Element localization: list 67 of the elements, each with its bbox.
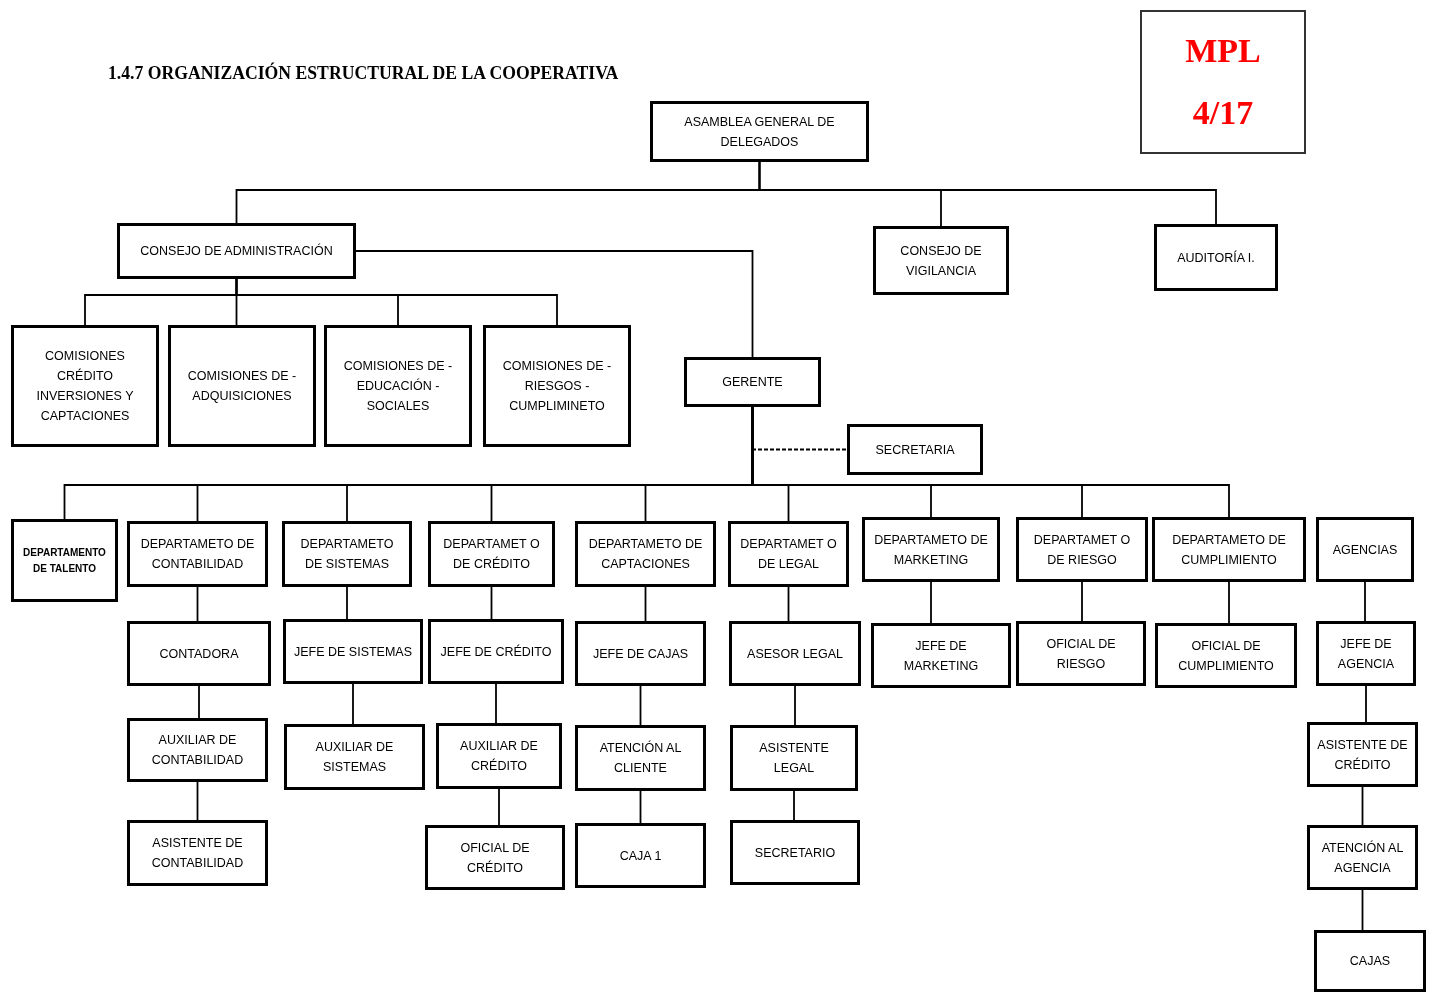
position-box: AGENCIAS bbox=[1316, 517, 1414, 582]
connector-line bbox=[1361, 889, 1364, 931]
position-box: COMISIONES CRÉDITO INVERSIONES Y CAPTACIONES bbox=[11, 325, 159, 447]
position-box: ATENCIÓN AL CLIENTE bbox=[575, 725, 706, 791]
position-box: DEPARTAMETO DE SISTEMAS bbox=[282, 521, 412, 587]
position-box: JEFE DE CRÉDITO bbox=[428, 619, 564, 684]
position-box: COMISIONES DE -EDUCACIÓN -SOCIALES bbox=[324, 325, 472, 447]
position-box: SECRETARIA bbox=[847, 424, 983, 475]
position-box: AUXILIAR DE CRÉDITO bbox=[436, 723, 562, 789]
connector-line bbox=[793, 790, 795, 821]
position-box: OFICIAL DE RIESGO bbox=[1016, 621, 1146, 686]
position-box: DEPARTAMETO DE CONTABILIDAD bbox=[127, 521, 268, 587]
connector-line bbox=[794, 685, 796, 726]
connector-line bbox=[346, 586, 348, 620]
connector-line bbox=[1081, 581, 1083, 622]
position-box: ASAMBLEA GENERAL DE DELEGADOS bbox=[650, 101, 869, 162]
position-box: JEFE DE AGENCIA bbox=[1316, 621, 1416, 686]
position-box: DEPARTAMET O DE CRÉDITO bbox=[428, 521, 555, 587]
connector-line bbox=[1364, 581, 1366, 622]
connector-line bbox=[1365, 685, 1367, 723]
position-box: JEFE DE CAJAS bbox=[575, 621, 706, 686]
connector-line bbox=[787, 586, 790, 622]
position-box: OFICIAL DE CRÉDITO bbox=[425, 825, 565, 890]
connector-line bbox=[495, 683, 497, 724]
page-number-box: MPL 4/17 bbox=[1140, 10, 1306, 154]
connector-line bbox=[196, 781, 199, 821]
position-box: DEPARTAMENTO DE TALENTO bbox=[11, 519, 118, 602]
position-box: CONSEJO DE VIGILANCIA bbox=[873, 226, 1009, 295]
position-box: DEPARTAMETO DE CAPTACIONES bbox=[575, 521, 716, 587]
connector-line bbox=[1361, 786, 1364, 826]
position-box: ASISTENTE DE CRÉDITO bbox=[1307, 722, 1418, 787]
position-box: ATENCIÓN AL AGENCIA bbox=[1307, 825, 1418, 890]
connector-line bbox=[644, 586, 647, 622]
position-box: DEPARTAMETO DE CUMPLIMIENTO bbox=[1152, 517, 1306, 582]
position-box: CAJA 1 bbox=[575, 823, 706, 888]
position-box: JEFE DE SISTEMAS bbox=[283, 619, 423, 684]
position-box: JEFE DE MARKETING bbox=[871, 623, 1011, 688]
connector-line bbox=[198, 685, 200, 719]
connector-line bbox=[490, 586, 493, 620]
position-box: DEPARTAMET O DE LEGAL bbox=[728, 521, 849, 587]
connector-line bbox=[639, 685, 642, 726]
chart-title: 1.4.7 ORGANIZACIÓN ESTRUCTURAL DE LA COOPERATIVA bbox=[108, 62, 619, 84]
connector-line bbox=[639, 790, 642, 824]
position-box: CONTADORA bbox=[127, 621, 271, 686]
connector-line bbox=[758, 161, 1217, 225]
position-box: AUDITORÍA I. bbox=[1154, 224, 1278, 291]
connector-line bbox=[355, 250, 754, 358]
connector-line bbox=[1228, 581, 1230, 624]
position-box: ASISTENTE DE CONTABILIDAD bbox=[127, 820, 268, 886]
connector-line bbox=[498, 788, 500, 826]
position-box: AUXILIAR DE SISTEMAS bbox=[284, 724, 425, 790]
position-box: COMISIONES DE -RIESGOS -CUMPLIMINETO bbox=[483, 325, 631, 447]
connector-line bbox=[196, 586, 199, 622]
position-box: AUXILIAR DE CONTABILIDAD bbox=[127, 718, 268, 782]
position-box: DEPARTAMET O DE RIESGO bbox=[1016, 517, 1148, 582]
position-box: CONSEJO DE ADMINISTRACIÓN bbox=[117, 223, 356, 279]
position-box: OFICIAL DE CUMPLIMIENTO bbox=[1155, 623, 1297, 688]
position-box: SECRETARIO bbox=[730, 820, 860, 885]
connector-line bbox=[930, 581, 932, 624]
connector-line bbox=[235, 278, 558, 326]
position-box: COMISIONES DE -ADQUISICIONES bbox=[168, 325, 316, 447]
position-box: ASISTENTE LEGAL bbox=[730, 725, 858, 791]
position-box: GERENTE bbox=[684, 357, 821, 407]
connector-line bbox=[352, 683, 354, 725]
position-box: CAJAS bbox=[1314, 930, 1426, 992]
position-box: ASESOR LEGAL bbox=[729, 621, 861, 686]
position-box: DEPARTAMETO DE MARKETING bbox=[862, 517, 1000, 582]
